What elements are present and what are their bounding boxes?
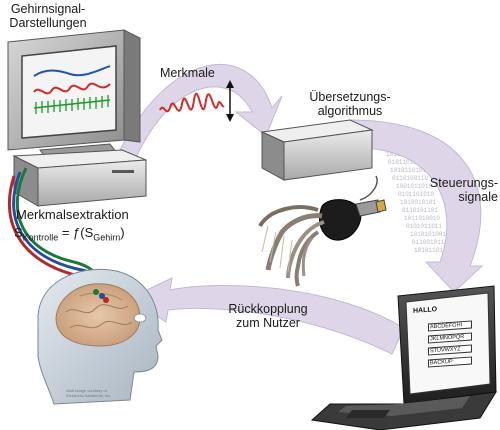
computer-case-icon	[12, 149, 147, 207]
svg-text:1011010010: 1011010010	[404, 215, 440, 222]
laptop-screen-title: HALLO	[413, 306, 438, 315]
robotic-hand-icon	[258, 199, 387, 287]
formula-end: )	[120, 225, 125, 240]
label-line: signale	[458, 190, 498, 204]
label-line: Darstellungen	[9, 16, 87, 30]
label-feedback: Rückkopplung zum Nutzer	[218, 302, 318, 330]
svg-text:1010101001: 1010101001	[410, 231, 446, 238]
label-feature-extraction: Merkmalsextraktion	[16, 207, 129, 222]
formula-subscript: Kontrolle	[22, 232, 59, 243]
credit-line: Elektronik-Akademie, Inc.	[66, 393, 112, 398]
svg-text:1001011010: 1001011010	[396, 183, 432, 190]
label-line: Gehirnsignal-	[10, 2, 86, 16]
svg-text:0101101010: 0101101010	[398, 191, 434, 198]
svg-text:0110010110: 0110010110	[412, 239, 448, 246]
svg-text:0110101101: 0110101101	[402, 207, 438, 214]
head-icon	[37, 268, 163, 405]
label-line: Übersetzungs-	[309, 90, 391, 104]
label-line: algorithmus	[317, 104, 383, 118]
svg-text:0101011011: 0101011011	[406, 223, 442, 230]
label-line: Steuerungs-	[429, 176, 498, 190]
label-features: Merkmale	[160, 66, 215, 80]
svg-text:10101101: 10101101	[414, 247, 443, 254]
formula-function: = ƒ(S	[58, 225, 94, 240]
label-translation-algorithm: Übersetzungs- algorithmus	[290, 90, 410, 118]
monitor-icon	[7, 29, 141, 159]
image-credit: Walt Image courtesy of Elektronik-Akadem…	[66, 388, 111, 398]
translation-box-icon	[260, 119, 374, 181]
credit-line: Walt Image courtesy of	[66, 388, 107, 393]
label-signal-displays: Gehirnsignal- Darstellungen	[0, 2, 96, 30]
robot-cable	[359, 175, 378, 201]
label-line: zum Nutzer	[236, 316, 300, 330]
svg-text:1010110101: 1010110101	[390, 167, 426, 174]
laptop-icon	[310, 285, 497, 430]
formula-symbol: S	[14, 225, 23, 240]
label-line: Rückkopplung	[228, 302, 308, 316]
svg-text:1010010101: 1010010101	[400, 199, 436, 206]
formula-subscript: Gehirn	[93, 232, 121, 243]
feature-waveform	[159, 80, 234, 122]
svg-text:0101101001: 0101101001	[388, 159, 424, 166]
svg-text:0110100110: 0110100110	[392, 175, 428, 182]
label-control-signals: Steuerungs- signale	[418, 176, 498, 204]
label-formula: SKontrolle = ƒ(SGehirn)	[14, 226, 125, 245]
arrow-control-signals	[349, 119, 484, 293]
